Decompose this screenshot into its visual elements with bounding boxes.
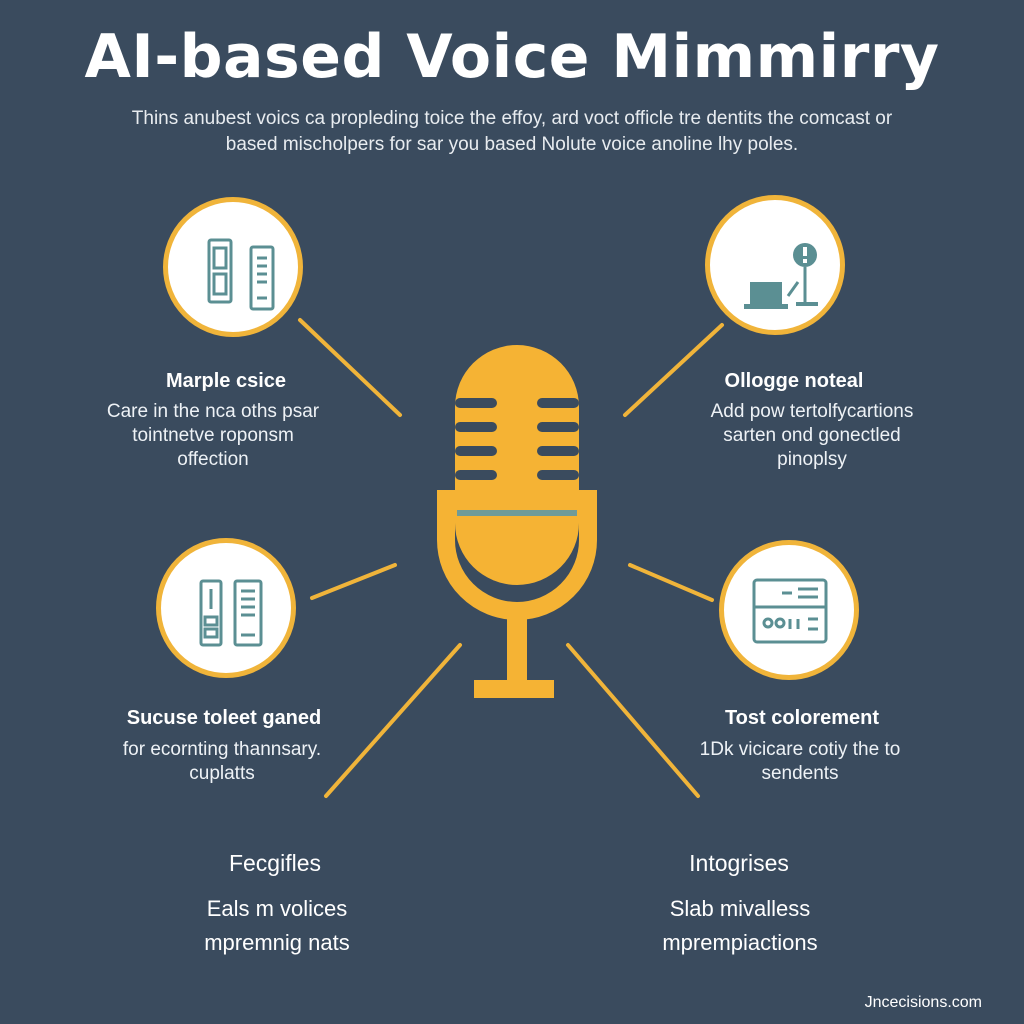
feature-desc-top-right: Add pow tertolfycartions sarten ond gone… <box>652 400 972 472</box>
connector-mid-right <box>628 563 714 602</box>
subtitle-line-2: based mischolpers for sar you based Nolu… <box>225 134 799 155</box>
footer-website: Jncecisions.com <box>864 994 982 1011</box>
circle-top-right <box>705 195 845 335</box>
connector-top-right <box>623 323 724 417</box>
connector-bottom-left <box>324 643 462 798</box>
feature-title-mid-left: Sucuse toleet ganed <box>126 707 322 729</box>
page-title: AI-based Voice Mimmirry <box>84 22 940 92</box>
feature-title-mid-right: Tost colorement <box>724 707 880 729</box>
microphone-icon <box>437 345 597 698</box>
bottom-desc-right: Slab mivalless mprempiactions <box>580 892 900 960</box>
bottom-title-left: Fecgifles <box>228 850 322 876</box>
feature-desc-line: sendents <box>761 763 839 784</box>
bottom-desc-line: Slab mivalless <box>669 896 811 921</box>
bottom-desc-left: Eals m volices mpremnig nats <box>117 892 437 960</box>
feature-desc-line: 1Dk vicicare cotiy the to <box>699 739 901 760</box>
feature-desc-line: tointnetve roponsm <box>132 425 294 446</box>
circle-top-left <box>163 197 303 337</box>
subtitle-line-1: Thins anubest voics ca propleding toice … <box>131 108 893 129</box>
feature-desc-mid-right: 1Dk vicicare cotiy the to sendents <box>640 738 960 786</box>
bottom-title-right: Intogrises <box>689 850 789 876</box>
circle-mid-right <box>719 540 859 680</box>
feature-desc-line: Add pow tertolfycartions <box>710 401 914 422</box>
feature-desc-mid-left: for ecornting thannsary. cuplatts <box>62 738 382 786</box>
laptop-alert-icon <box>744 243 818 309</box>
mobile-devices-icon <box>207 238 275 311</box>
bottom-desc-line: Eals m volices <box>206 896 348 921</box>
feature-desc-line: for ecornting thannsary. <box>122 739 322 760</box>
feature-title-top-left: Marple csice <box>165 370 287 392</box>
circle-mid-left <box>156 538 296 678</box>
bottom-desc-line: mpremnig nats <box>204 930 350 955</box>
feature-title-top-right: Ollogge noteal <box>724 370 864 392</box>
feature-desc-line: sarten ond gonectled <box>723 425 901 446</box>
connector-top-left <box>298 318 402 417</box>
feature-desc-line: cuplatts <box>189 763 255 784</box>
connector-bottom-right <box>566 643 700 798</box>
page-subtitle: Thins anubest voics ca propleding toice … <box>80 106 944 158</box>
dashboard-panel-icon <box>752 578 828 644</box>
server-devices-icon <box>199 579 263 647</box>
feature-desc-line: offection <box>177 449 249 470</box>
feature-desc-line: Care in the nca oths psar <box>106 401 320 422</box>
connector-mid-left <box>310 563 397 600</box>
bottom-desc-line: mprempiactions <box>662 930 818 955</box>
feature-desc-line: pinoplsy <box>777 449 847 470</box>
feature-desc-top-left: Care in the nca oths psar tointnetve rop… <box>53 400 373 472</box>
